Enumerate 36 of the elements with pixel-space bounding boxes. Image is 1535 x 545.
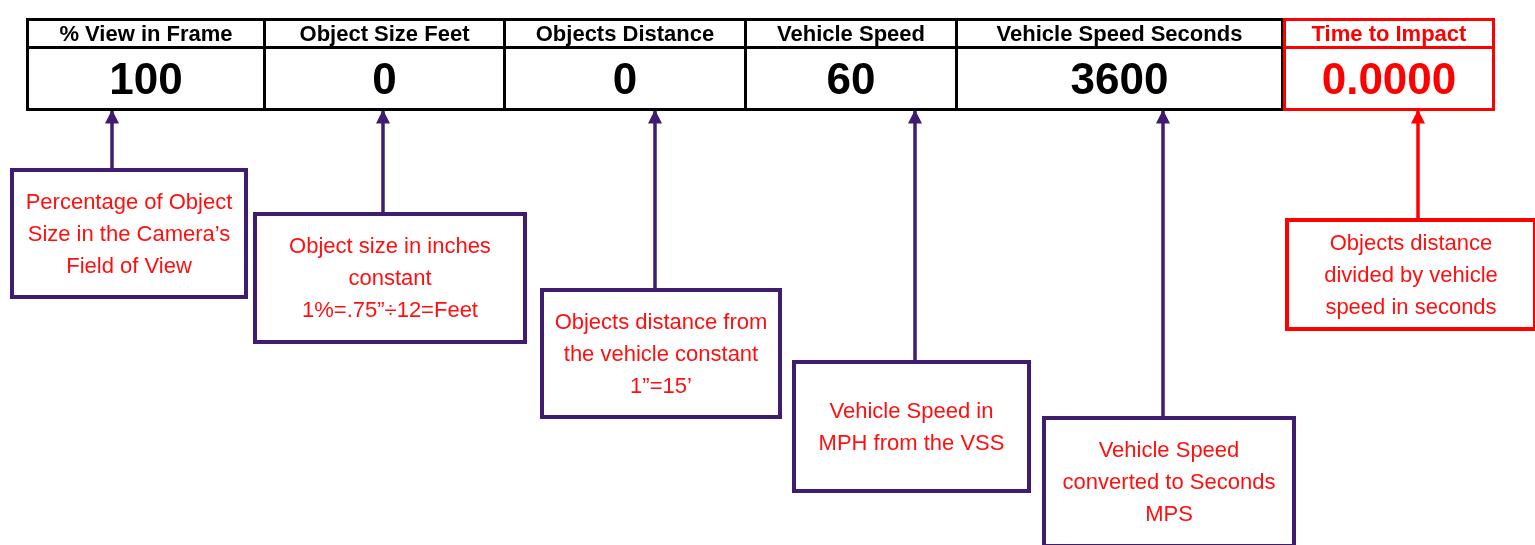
table-column (503, 18, 747, 111)
cell-value: 0 (371, 53, 398, 105)
column-header: Objects Distance (506, 21, 744, 49)
callout-text: Object size in inches constant 1%=.75”÷12=Feet (288, 232, 492, 324)
callout-box (1285, 218, 1535, 331)
callout-box (540, 288, 782, 419)
arrow (376, 109, 390, 212)
arrow (908, 109, 922, 360)
table-column (1283, 18, 1495, 111)
callout-box (253, 212, 527, 344)
table-column (955, 18, 1284, 111)
callout-text: Vehicle Speed in MPH from the VSS (817, 396, 1006, 457)
callout-box (792, 360, 1031, 493)
arrow (1411, 109, 1425, 218)
callout-text: Percentage of Object Size in the Camera’s Field of View (24, 187, 234, 280)
cell-value: 0 (611, 53, 639, 105)
column-header: Vehicle Speed (747, 21, 955, 49)
callout-text: Objects distance from the vehicle constant 1”=15’ (553, 307, 769, 400)
callout-text: Vehicle Speed converted to Seconds MPS (1061, 436, 1277, 528)
callout-box (1042, 416, 1296, 545)
cell-value: 0.0000 (1320, 53, 1458, 105)
column-header: Vehicle Speed Seconds (958, 21, 1281, 49)
table-column (26, 18, 266, 111)
table-column (263, 18, 506, 111)
cell-value: 3600 (1069, 53, 1170, 105)
cell-value: 100 (108, 53, 184, 105)
arrow (648, 109, 662, 288)
cell-value: 60 (825, 53, 877, 105)
callout-box (10, 168, 248, 299)
column-header: Time to Impact (1286, 21, 1492, 49)
column-header: % View in Frame (29, 21, 263, 49)
arrow (1156, 109, 1170, 416)
column-header: Object Size Feet (266, 21, 503, 49)
callout-text: Objects distance divided by vehicle speed in seconds (1323, 228, 1499, 321)
table-column (744, 18, 958, 111)
arrow (105, 109, 119, 168)
